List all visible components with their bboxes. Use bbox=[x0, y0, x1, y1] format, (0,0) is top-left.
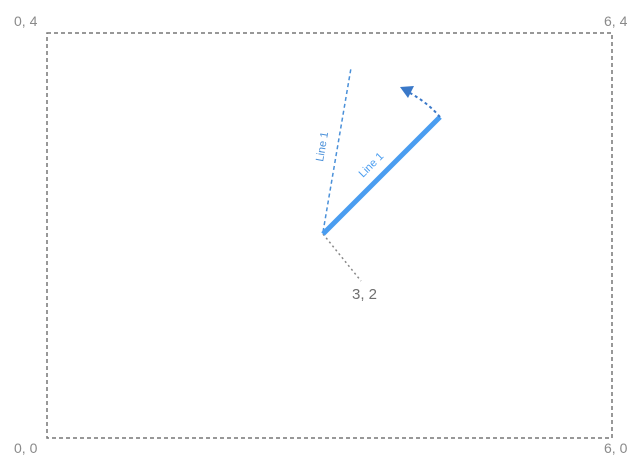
corner-label-bottom-left: 0, 0 bbox=[14, 440, 38, 456]
anchor-leader-line bbox=[322, 233, 362, 282]
anchor-point-label: 3, 2 bbox=[352, 286, 377, 303]
rotation-arrow-path[interactable] bbox=[409, 92, 441, 118]
plane-boundary bbox=[46, 32, 613, 439]
ghost-line-label: Line 1 bbox=[314, 131, 331, 163]
rotation-arrow-head-icon[interactable] bbox=[400, 86, 414, 98]
corner-label-top-left: 0, 4 bbox=[14, 13, 38, 29]
corner-label-bottom-right: 6, 0 bbox=[604, 440, 628, 456]
corner-label-top-right: 6, 4 bbox=[604, 13, 628, 29]
line-1[interactable] bbox=[321, 115, 442, 236]
